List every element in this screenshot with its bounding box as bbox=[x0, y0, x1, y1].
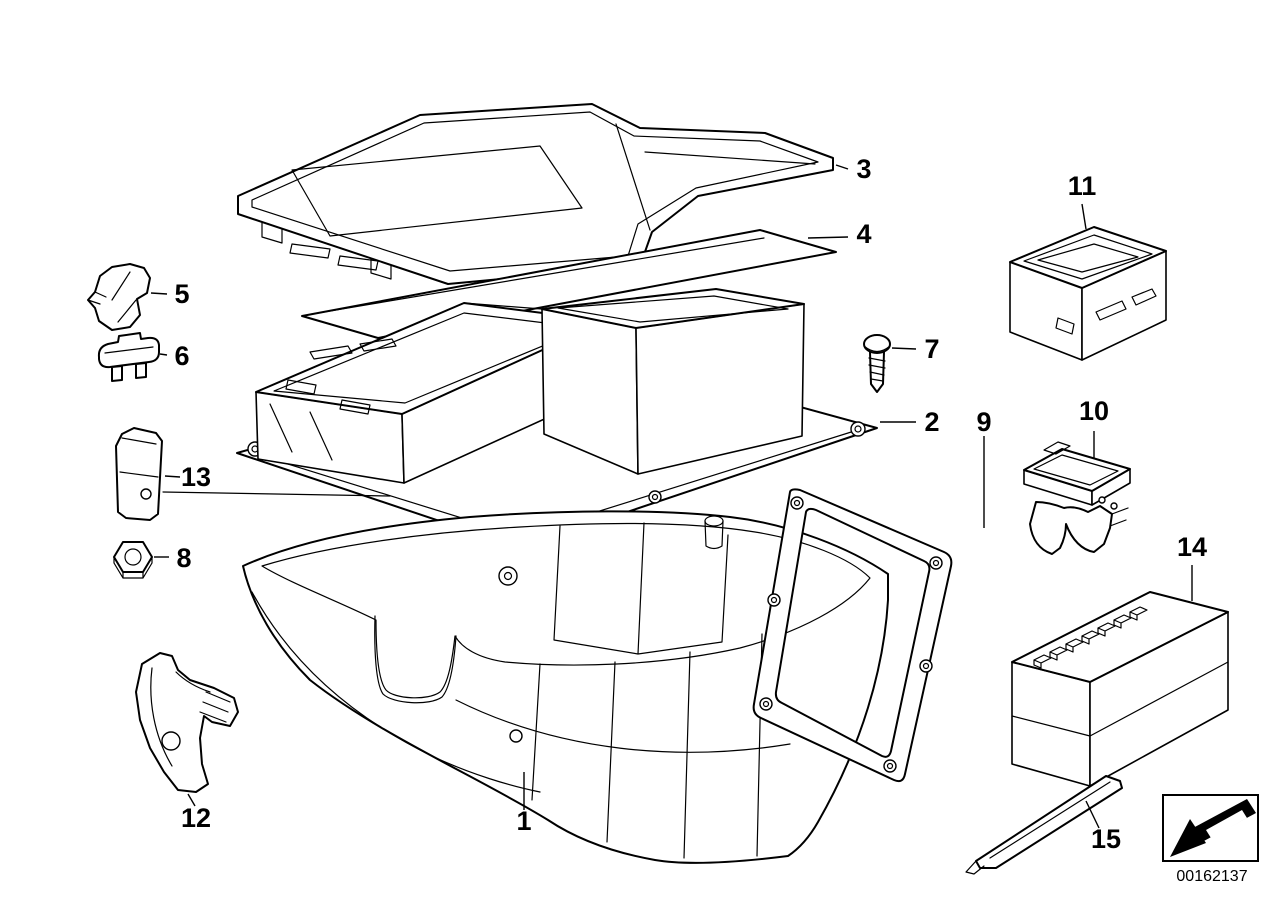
part-fuse-block bbox=[1011, 591, 1229, 787]
callout-3[interactable]: 3 bbox=[856, 154, 871, 184]
callouts: 1 2 3 4 5 6 7 8 9 10 11 12 13 14 15 bbox=[174, 154, 1207, 854]
callout-15[interactable]: 15 bbox=[1091, 824, 1121, 854]
part-blade-fuse bbox=[97, 332, 160, 382]
callout-11[interactable]: 11 bbox=[1068, 171, 1097, 201]
callout-8[interactable]: 8 bbox=[176, 543, 191, 573]
callout-7[interactable]: 7 bbox=[924, 334, 939, 364]
callout-4[interactable]: 4 bbox=[856, 219, 871, 249]
callout-14[interactable]: 14 bbox=[1177, 532, 1207, 562]
leader-lines bbox=[150, 164, 1193, 829]
nav-arrow-box[interactable] bbox=[1162, 794, 1259, 862]
part-connector-holder bbox=[1023, 441, 1131, 555]
part-curved-bracket bbox=[135, 652, 239, 793]
prev-page-arrow-icon bbox=[1170, 799, 1256, 857]
image-id: 00162137 bbox=[1176, 868, 1247, 885]
part-fusebox-upper-section bbox=[236, 288, 878, 549]
part-cover-seal-sheet bbox=[301, 229, 837, 339]
terminal-row bbox=[1033, 606, 1148, 669]
part-hex-nut bbox=[113, 541, 153, 579]
part-clip bbox=[87, 263, 151, 331]
part-gasket-seal bbox=[752, 488, 953, 783]
callout-5[interactable]: 5 bbox=[174, 279, 189, 309]
callout-1[interactable]: 1 bbox=[516, 806, 531, 836]
callout-10[interactable]: 10 bbox=[1079, 396, 1109, 426]
part-strip-tool bbox=[965, 775, 1123, 875]
part-open-box-cover bbox=[1009, 226, 1167, 361]
part-tag-bracket bbox=[115, 427, 391, 521]
callout-12[interactable]: 12 bbox=[181, 803, 211, 833]
callout-2[interactable]: 2 bbox=[924, 407, 939, 437]
part-lower-housing bbox=[242, 510, 889, 864]
callout-6[interactable]: 6 bbox=[174, 341, 189, 371]
callout-9[interactable]: 9 bbox=[976, 407, 991, 437]
part-screw bbox=[863, 334, 891, 393]
part-cover-lid bbox=[237, 103, 834, 285]
callout-13[interactable]: 13 bbox=[181, 462, 211, 492]
